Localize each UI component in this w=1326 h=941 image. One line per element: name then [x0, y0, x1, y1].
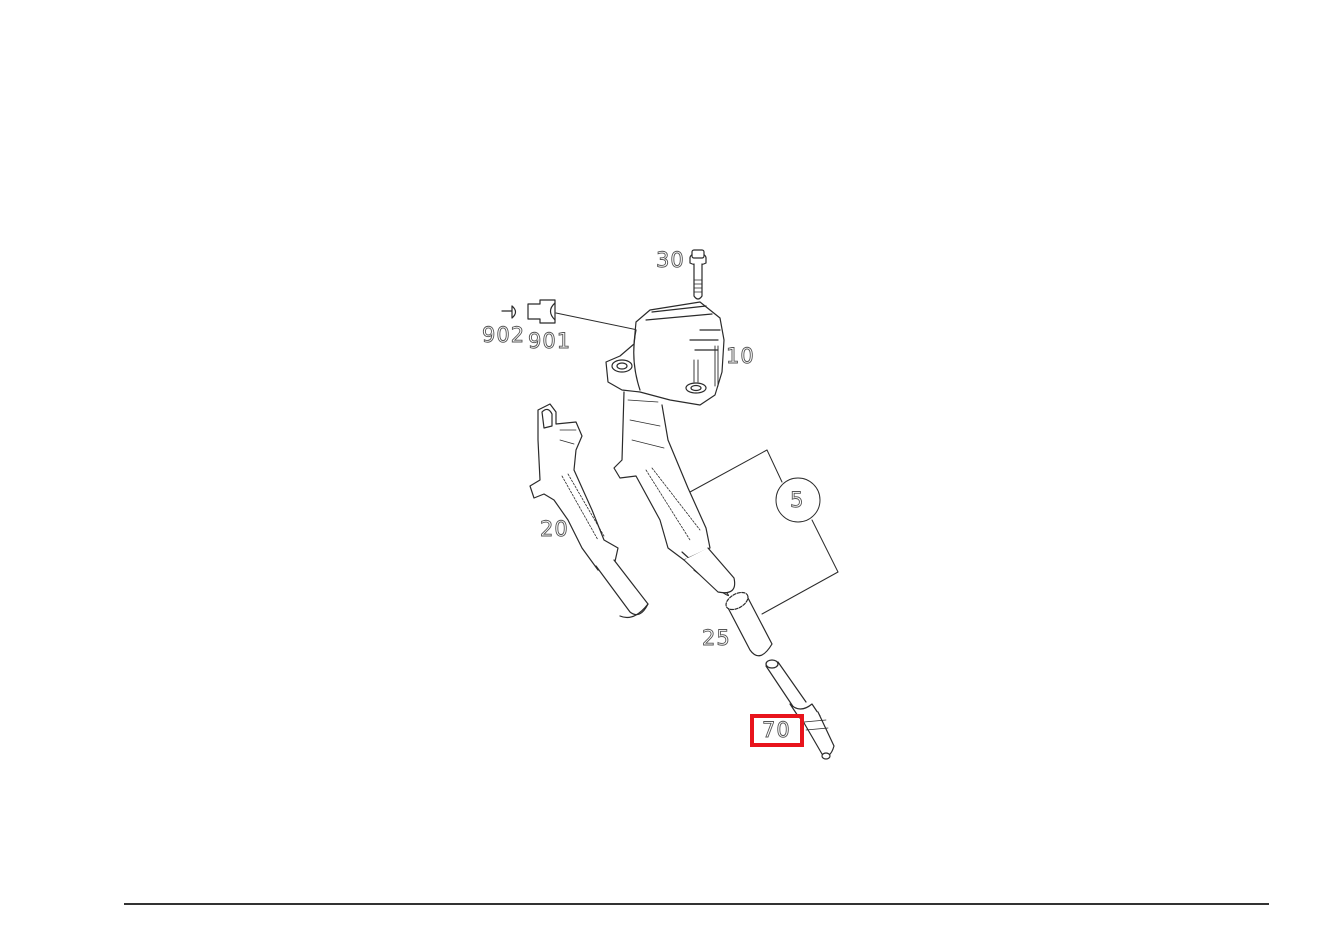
callout-5[interactable]: 5 [790, 488, 805, 512]
callout-20[interactable]: 20 [540, 517, 569, 541]
ignition-coil-20 [529, 403, 649, 619]
callout-902[interactable]: 902 [482, 323, 526, 347]
boot-sleeve-25 [725, 591, 773, 657]
ignition-coil-10 [605, 301, 736, 597]
bolt-part [689, 249, 707, 300]
callout-25[interactable]: 25 [702, 626, 731, 650]
highlight-box-callout-70 [750, 714, 804, 747]
callout-30[interactable]: 30 [656, 248, 685, 272]
footer-divider [124, 903, 1269, 905]
connector-parts [501, 299, 639, 331]
group-bracket-5 [689, 449, 839, 615]
callout-70[interactable]: 70 [762, 718, 791, 742]
callout-10[interactable]: 10 [726, 344, 755, 368]
callout-901[interactable]: 901 [528, 329, 572, 353]
